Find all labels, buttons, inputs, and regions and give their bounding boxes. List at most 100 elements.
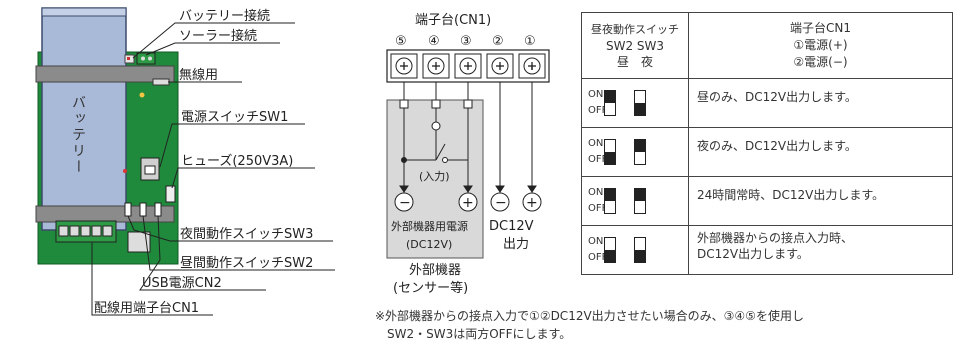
dc-output-label: DC12V [489,219,534,234]
external-device-sub: (センサー等) [393,280,468,296]
sw2-toggle [604,188,616,214]
sw2-toggle [604,237,616,263]
led-indicator [139,92,145,98]
header-switch-names: SW2 SW3 [605,38,665,53]
switch-state-cell: ON OFF [581,225,689,275]
output-plus: + [526,195,538,211]
battery-body [41,7,127,231]
header-terminal-plus: ①電源(+) [793,38,848,52]
footnote-line-2: SW2・SW3は両方OFFにします。 [387,327,572,341]
footnote-line-1: ※外部機器からの接点入力で①②DC12V出力させたい場合のみ、③④⑤を使用し [375,309,804,323]
label-fuse: ヒューズ(250V3A) [181,153,293,169]
pcb-diagram: バッテリー バッテリー接続 ソーラー接続 無線用 電源スイッチSW1 [35,7,335,316]
terminal-diagram: 端子台(CN1) ⑤ ④ ③ ② ① [386,13,550,296]
solar-connector-pin [148,56,152,61]
battery-strap-bottom [35,205,175,223]
battery-connector-pin [127,57,130,60]
on-label: ON [588,138,604,149]
header-switch-daynight: 昼 夜 [616,54,653,69]
sw2-toggle-knob [605,91,615,103]
battery-top-edge [41,7,127,17]
row-description: 夜のみ、DC12V出力します。 [688,127,953,177]
label-night-switch: 夜間動作スイッチSW3 [180,227,313,242]
terminal-title: 端子台(CN1) [415,13,491,28]
row-description-text: 外部機器からの接点入力時、 [697,231,854,245]
terminal-screws [390,53,546,79]
device-power-label: 外部機器用電源 [391,219,468,233]
sw2-toggle [604,139,616,165]
terminal-number-3: ③ [460,34,472,49]
header-switch-cell: 昼夜動作スイッチ SW2 SW3 昼 夜 [581,12,689,79]
solar-connector-pin [141,56,145,61]
row-description-text: 24時間常時、DC12V出力します。 [697,188,885,202]
label-battery-connect: バッテリー接続 [179,8,270,24]
off-label: OFF [588,105,608,116]
row-description: 外部機器からの接点入力時、 DC12V出力します。 [688,225,953,275]
on-label: ON [588,89,604,100]
row-description-text-2: DC12V出力します。 [697,247,809,261]
row-description: 24時間常時、DC12V出力します。 [688,176,953,226]
label-solar-connect: ソーラー接続 [179,28,257,44]
led-red [123,169,127,173]
label-wiring-terminal: 配線用端子台CN1 [94,300,199,316]
pcb-terminal-screws [58,225,113,237]
battery-label: バッテリー [70,95,86,175]
table-row: ON OFF 夜のみ、DC12V出力します。 [581,127,953,177]
sw3-toggle-knob [635,189,645,201]
row-description: 昼のみ、DC12V出力します。 [688,78,953,128]
terminal-number-2: ② [492,34,504,49]
label-power-switch: 電源スイッチSW1 [181,110,288,125]
on-label: ON [588,236,604,247]
dip-switch-sw2 [139,202,147,217]
external-device-label: 外部機器 [409,263,461,278]
terminal-number-4: ④ [428,34,440,49]
battery-strap-top [35,65,175,83]
table-row: ON OFF 24時間常時、DC12V出力します。 [581,176,953,226]
sw3-toggle-knob [635,103,645,115]
dip-switch-sw3 [124,202,132,217]
sw2-toggle-knob [605,189,615,201]
terminal-number-1: ① [524,34,536,49]
label-day-switch: 昼間動作スイッチSW2 [180,256,313,271]
label-wireless: 無線用 [179,67,218,83]
sw3-toggle [634,90,646,116]
table-header-row: 昼夜動作スイッチ SW2 SW3 昼 夜 端子台CN1 ①電源(+) ②電源(−… [581,12,953,79]
switch-state-cell: ON OFF [581,127,689,177]
sw3-toggle [634,139,646,165]
header-terminal-title: 端子台CN1 [790,21,851,35]
dip-switch-extra [154,202,162,217]
off-label: OFF [588,203,608,214]
terminal-number-5: ⑤ [395,34,407,49]
dc-output-sub: 出力 [503,237,529,252]
switch-table: 昼夜動作スイッチ SW2 SW3 昼 夜 端子台CN1 ①電源(+) ②電源(−… [581,12,953,275]
switch-state-cell: ON OFF [581,78,689,128]
sw2-toggle-knob [605,152,615,164]
table-row: ON OFF 昼のみ、DC12V出力します。 [581,78,953,128]
wireless-header [152,78,170,86]
table-row: ON OFF 外部機器からの接点入力時、 DC12V出力します。 [581,225,953,275]
sw3-toggle [634,188,646,214]
sw3-toggle-knob [635,250,645,262]
solar-connector [136,52,156,65]
row-description-text: 昼のみ、DC12V出力します。 [697,90,857,104]
switch-state-cell: ON OFF [581,176,689,226]
header-switch-title: 昼夜動作スイッチ [591,22,679,36]
on-label: ON [588,187,604,198]
device-minus: − [399,195,411,211]
device-plus: + [462,195,474,211]
device-power-voltage: (DC12V) [406,238,452,251]
label-usb-power: USB電源CN2 [142,276,222,291]
output-minus: − [495,195,507,211]
row-description-text: 夜のみ、DC12V出力します。 [697,139,857,153]
sw2-toggle-knob [605,250,615,262]
fuse [165,185,176,203]
terminal-numbers: ⑤ ④ ③ ② ① [395,34,536,49]
off-label: OFF [588,154,608,165]
off-label: OFF [588,252,608,263]
header-terminal-minus: ②電源(−) [793,55,848,69]
sw2-toggle [604,90,616,116]
header-terminal-cell: 端子台CN1 ①電源(+) ②電源(−) [688,12,953,79]
input-label: (入力) [419,170,450,183]
power-switch-knob [144,165,156,175]
sw3-toggle-knob [635,140,645,152]
